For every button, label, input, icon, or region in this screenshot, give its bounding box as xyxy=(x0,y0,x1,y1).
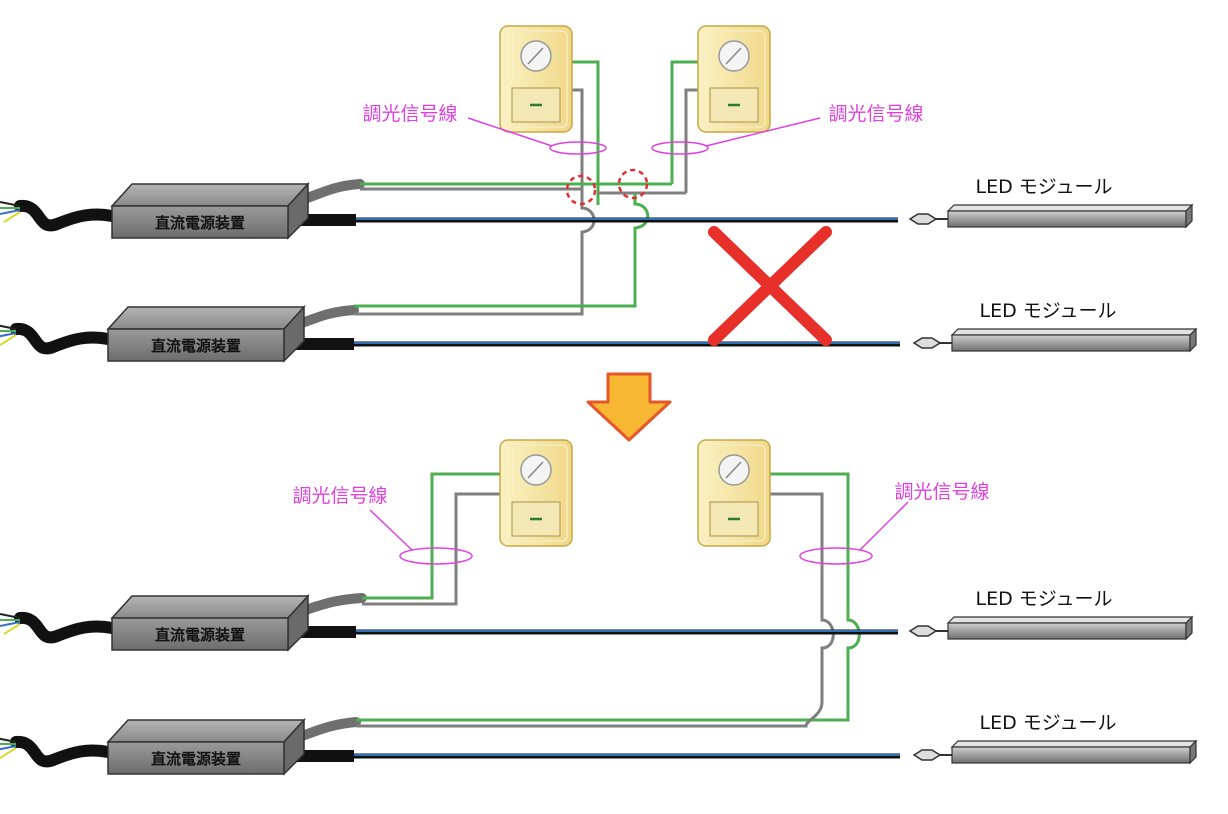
power-supply-1: 直流電源装置 xyxy=(0,184,308,238)
led-module-2: LED モジュール xyxy=(913,300,1197,352)
dimming-annotation-right-bottom: 調光信号線 xyxy=(799,481,990,565)
signal-wires-bottom xyxy=(285,472,861,745)
power-supply-label: 直流電源装置 xyxy=(155,626,245,644)
wrong-wiring-section: 直流電源装置 直流電源装置 LED モジュール LED モジュール 調光信号線 … xyxy=(0,24,1197,361)
power-supply-label: 直流電源装置 xyxy=(151,750,241,768)
led-module-3: LED モジュール xyxy=(909,588,1193,640)
dimming-signal-label: 調光信号線 xyxy=(828,103,923,125)
main-lines-top xyxy=(288,214,900,350)
dimming-annotation-left: 調光信号線 xyxy=(362,103,607,155)
led-module-label: LED モジュール xyxy=(980,712,1117,734)
power-supply-label: 直流電源装置 xyxy=(151,337,241,355)
led-module-1: LED モジュール xyxy=(909,176,1193,228)
dimmer-switch-4 xyxy=(696,438,772,548)
dimmer-switch-1 xyxy=(498,24,574,134)
junction-marker-1 xyxy=(565,174,597,206)
dimmer-switch-3 xyxy=(498,438,574,548)
power-supply-3: 直流電源装置 xyxy=(0,596,308,650)
dimming-signal-label: 調光信号線 xyxy=(894,481,989,503)
signal-wires-top xyxy=(285,60,700,332)
dimming-annotation-left-bottom: 調光信号線 xyxy=(292,485,473,565)
arrow-down-icon xyxy=(586,372,672,442)
led-module-label: LED モジュール xyxy=(980,300,1117,322)
led-module-label: LED モジュール xyxy=(976,588,1113,610)
cross-mark-icon xyxy=(708,226,832,346)
power-supply-2: 直流電源装置 xyxy=(0,307,304,361)
dimming-annotation-right: 調光信号線 xyxy=(651,103,924,155)
main-lines-bottom xyxy=(288,626,900,762)
junction-marker-2 xyxy=(617,168,649,200)
dimmer-switch-2 xyxy=(696,24,772,134)
power-supply-4: 直流電源装置 xyxy=(0,720,304,774)
dimming-signal-label: 調光信号線 xyxy=(292,485,387,507)
led-module-label: LED モジュール xyxy=(976,176,1113,198)
dimming-signal-label: 調光信号線 xyxy=(362,103,457,125)
power-supply-label: 直流電源装置 xyxy=(155,214,245,232)
correct-wiring-section: 直流電源装置 直流電源装置 LED モジュール LED モジュール 調光信号線 … xyxy=(0,438,1197,774)
led-module-4: LED モジュール xyxy=(913,712,1197,764)
